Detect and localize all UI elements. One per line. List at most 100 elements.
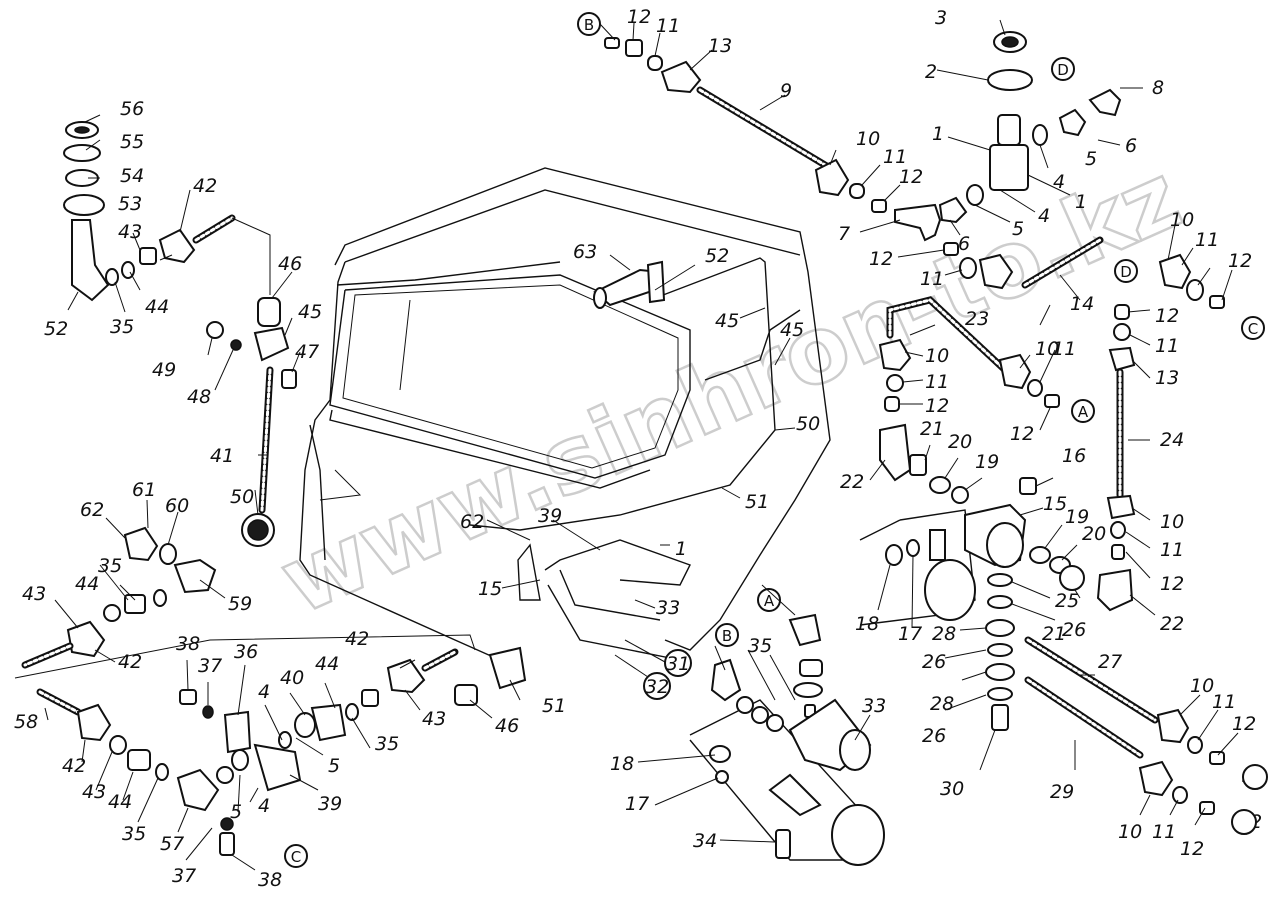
part-label: 20 — [948, 431, 972, 453]
part-label: 12 — [869, 248, 893, 270]
part-label: 11 — [883, 146, 907, 168]
part-label: 13 — [708, 35, 732, 57]
connector-C: C — [1248, 320, 1258, 338]
part-label: 46 — [278, 253, 302, 275]
part-label: 63 — [573, 241, 597, 263]
connector-C: C — [291, 848, 301, 866]
part-label: 1 — [675, 538, 687, 560]
part-label: 52 — [705, 245, 729, 267]
part-label: 35 — [375, 733, 399, 755]
part-label: 44 — [75, 573, 99, 595]
part-label: 43 — [82, 781, 106, 803]
part-label: 5 — [230, 801, 242, 823]
part-label: 60 — [165, 495, 189, 517]
part-label: 48 — [187, 386, 211, 408]
part-label: 46 — [495, 715, 519, 737]
part-label: 6 — [958, 233, 970, 255]
part-label: 37 — [198, 655, 222, 677]
part-label: 45 — [715, 310, 739, 332]
part-label: 20 — [1082, 523, 1106, 545]
part-label: 44 — [315, 653, 339, 675]
part-label: 23 — [965, 308, 989, 330]
part-label: 12 — [1232, 713, 1256, 735]
part-label: 19 — [1065, 506, 1089, 528]
part-label: 12 — [1180, 838, 1204, 860]
part-label: 30 — [940, 778, 964, 800]
part-label: 11 — [1052, 338, 1076, 360]
part-label: 26 — [922, 725, 946, 747]
part-label: 24 — [1160, 429, 1184, 451]
part-label: 51 — [745, 491, 769, 513]
connector-D: D — [1057, 61, 1069, 79]
part-label: 12 — [1228, 250, 1252, 272]
left-upper-fittings — [63, 121, 297, 547]
part-label: 34 — [693, 830, 717, 852]
part-label: 25 — [1055, 590, 1079, 612]
part-label: 18 — [855, 613, 879, 635]
part-label: 43 — [422, 708, 446, 730]
part-label: 42 — [62, 755, 86, 777]
part-label: 28 — [932, 623, 956, 645]
connector-B: B — [722, 627, 732, 645]
part-label: 40 — [280, 667, 304, 689]
left-lower-fittings — [14, 526, 527, 856]
leader-lines — [44, 19, 1239, 871]
part-label: 45 — [780, 319, 804, 341]
part-label: 11 — [1152, 821, 1176, 843]
part-label: 11 — [1195, 229, 1219, 251]
part-label: 62 — [460, 511, 484, 533]
part-label: 3 — [935, 7, 947, 29]
part-label: 44 — [108, 791, 132, 813]
part-label: 31 — [666, 653, 690, 675]
connector-A: A — [764, 592, 775, 610]
part-label: 10 — [1160, 511, 1184, 533]
part-label: 22 — [840, 471, 864, 493]
part-label: 11 — [1155, 335, 1179, 357]
part-label: 11 — [920, 268, 944, 290]
part-label: 50 — [230, 486, 254, 508]
part-label: 47 — [295, 341, 319, 363]
part-label: 16 — [1062, 445, 1086, 467]
part-label: 26 — [1062, 619, 1086, 641]
part-label: 12 — [627, 6, 651, 28]
right-pipe-assembly — [878, 296, 1136, 612]
part-label: 59 — [228, 593, 252, 615]
part-label: 62 — [80, 499, 104, 521]
part-label: 12 — [1155, 305, 1179, 327]
part-label: 17 — [898, 623, 922, 645]
part-label: 36 — [234, 641, 258, 663]
part-label: 10 — [1190, 675, 1214, 697]
part-label: 10 — [856, 128, 880, 150]
cab-air-lines — [469, 257, 776, 661]
part-label: 21 — [920, 418, 944, 440]
part-label: 54 — [120, 165, 144, 187]
part-label: 41 — [210, 445, 234, 467]
part-label: 4 — [258, 795, 270, 817]
part-label: 32 — [645, 676, 669, 698]
part-label: 28 — [930, 693, 954, 715]
part-label: 61 — [132, 479, 156, 501]
part-label: 12 — [1160, 573, 1184, 595]
part-label: 55 — [120, 131, 144, 153]
air-horn — [593, 260, 666, 309]
part-label: 42 — [118, 651, 142, 673]
part-label: 15 — [478, 578, 502, 600]
part-label: 12 — [899, 166, 923, 188]
part-label: 39 — [538, 505, 562, 527]
part-label: 6 — [1125, 135, 1137, 157]
part-label: 39 — [318, 793, 342, 815]
part-label: 26 — [922, 651, 946, 673]
cab-outline — [299, 167, 831, 661]
part-label: 12 — [1010, 423, 1034, 445]
part-label: 52 — [44, 318, 68, 340]
part-label: 38 — [258, 869, 282, 891]
part-label: 43 — [118, 221, 142, 243]
part-label: 12 — [925, 395, 949, 417]
part-label: 7 — [838, 223, 850, 245]
part-label: 43 — [22, 583, 46, 605]
connector-B: B — [584, 16, 594, 34]
part-label: 42 — [345, 628, 369, 650]
part-label: 11 — [925, 371, 949, 393]
part-label: 18 — [610, 753, 634, 775]
part-label: 35 — [98, 555, 122, 577]
